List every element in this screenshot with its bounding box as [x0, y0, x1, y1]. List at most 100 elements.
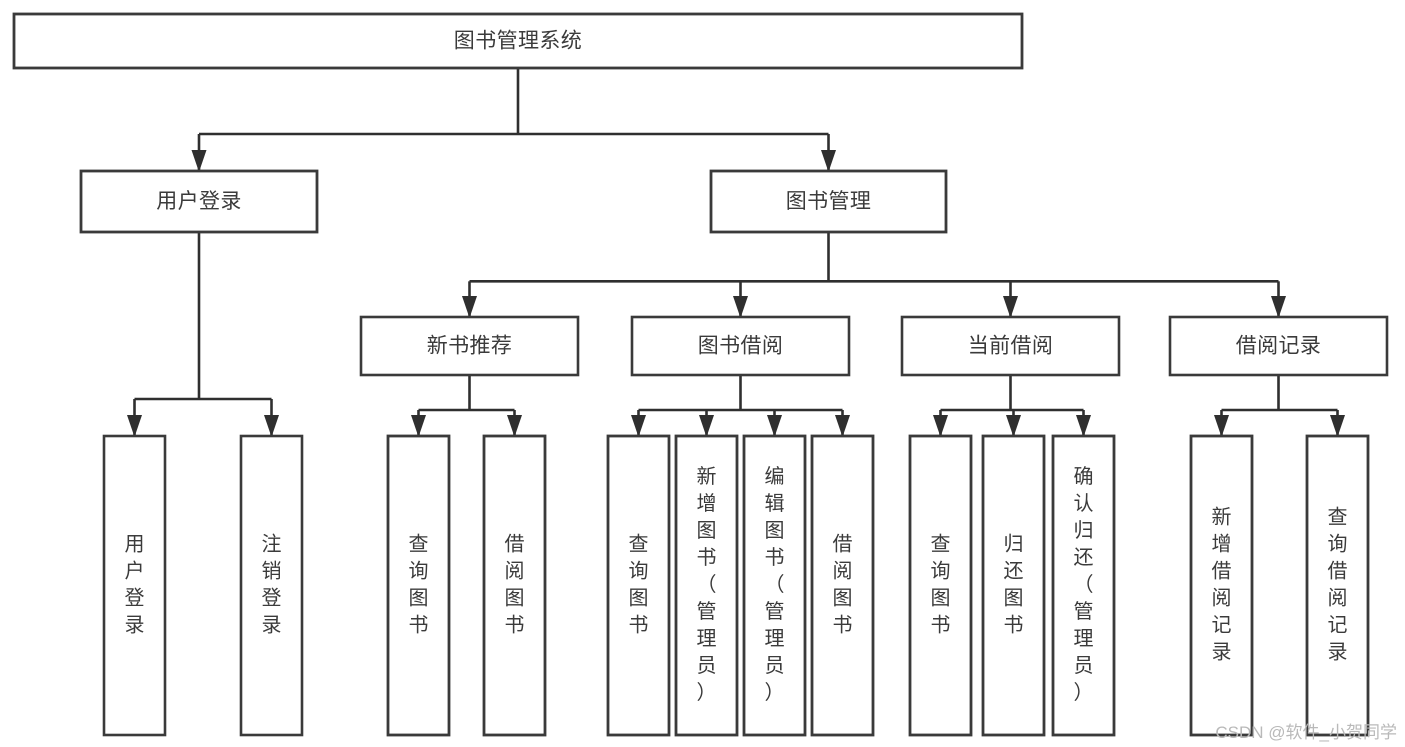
node-label-char: 用 [125, 533, 145, 555]
connector-arrowhead [264, 415, 279, 437]
connector-group-book-manage [462, 232, 1286, 318]
node-box-user-logout-leaf[interactable] [239, 434, 304, 737]
node-label-root: 图书管理系统 [454, 30, 582, 53]
node-box-current-query-book[interactable] [908, 434, 973, 737]
node-box-new-book-recommend[interactable] [359, 315, 580, 377]
node-label-user-login-leaf: 用户登录 [125, 533, 145, 636]
node-box-record-query[interactable] [1305, 434, 1370, 737]
node-box-borrow-query-book[interactable] [606, 434, 671, 737]
node-book-manage[interactable]: 图书管理 [709, 169, 948, 234]
node-label-char: 询 [629, 559, 649, 582]
node-label-new-book-recommend: 新书推荐 [427, 335, 513, 358]
node-label-book-manage: 图书管理 [786, 190, 872, 213]
node-box-root[interactable] [12, 12, 1024, 70]
node-label-char: 书 [833, 613, 853, 636]
connector-arrowhead [507, 415, 522, 437]
node-box-recommend-borrow-book[interactable] [482, 434, 547, 737]
node-label-char: （ [765, 573, 785, 596]
connector-arrowhead [411, 415, 426, 437]
node-label-char: 书 [697, 546, 717, 569]
node-box-user-login-leaf[interactable] [102, 434, 167, 737]
node-user-login-leaf[interactable]: 用户登录 [102, 434, 167, 737]
node-label-char: 查 [931, 532, 951, 555]
node-new-book-recommend[interactable]: 新书推荐 [359, 315, 580, 377]
node-label-char: 员 [697, 655, 717, 677]
node-label-char: 确 [1074, 465, 1094, 488]
node-box-borrow-add-book[interactable] [674, 434, 739, 737]
node-box-book-borrow[interactable] [630, 315, 851, 377]
node-label-char: 借 [1212, 559, 1232, 582]
node-box-current-return-book[interactable] [981, 434, 1046, 737]
node-label-char: 图 [1004, 587, 1024, 609]
node-label-char: 询 [931, 559, 951, 582]
node-root[interactable]: 图书管理系统 [12, 12, 1024, 70]
node-box-user-login[interactable] [79, 169, 319, 234]
node-label-char: 还 [1004, 559, 1024, 582]
node-label-char: 录 [1328, 641, 1348, 663]
node-label-borrow-record: 借阅记录 [1236, 335, 1322, 358]
node-label-char: 归 [1004, 532, 1024, 555]
node-label-char: 书 [629, 613, 649, 636]
node-label-char: 管 [1074, 600, 1094, 623]
connector-group-current-borrow [933, 375, 1091, 437]
node-box-book-manage[interactable] [709, 169, 948, 234]
connector-arrowhead [1006, 415, 1021, 437]
connector-group-book-borrow [631, 375, 850, 437]
node-label-char: 还 [1074, 546, 1094, 569]
node-box-current-borrow[interactable] [900, 315, 1121, 377]
connector-arrowhead [1076, 415, 1091, 437]
connector-group-new-book-recommend [411, 375, 522, 437]
node-box-record-add[interactable] [1189, 434, 1254, 737]
node-user-login[interactable]: 用户登录 [79, 169, 319, 234]
node-box-current-confirm-return[interactable] [1051, 434, 1116, 737]
node-box-recommend-query-book[interactable] [386, 434, 451, 737]
node-label-char: 员 [765, 655, 785, 677]
node-label-char: 认 [1074, 492, 1094, 515]
node-current-borrow[interactable]: 当前借阅 [900, 315, 1121, 377]
node-label-char: 录 [125, 614, 145, 636]
node-label-char: 图 [833, 587, 853, 609]
node-box-borrow-edit-book[interactable] [742, 434, 807, 737]
node-box-borrow-record[interactable] [1168, 315, 1389, 377]
node-label-char: 注 [262, 532, 282, 555]
node-label-char: 图 [931, 587, 951, 609]
connector-group-user-login [127, 232, 279, 437]
node-label-char: 询 [409, 559, 429, 582]
connector-arrowhead [933, 415, 948, 437]
node-label-char: 借 [1328, 559, 1348, 582]
connector-group-borrow-record [1214, 375, 1345, 437]
node-label-char: 录 [1212, 641, 1232, 663]
node-label-char: 书 [931, 613, 951, 636]
node-label-char: 归 [1074, 519, 1094, 542]
node-label-char: 录 [262, 614, 282, 636]
node-label-char: 管 [697, 600, 717, 623]
node-borrow-record[interactable]: 借阅记录 [1168, 315, 1389, 377]
node-box-borrow-borrow-book[interactable] [810, 434, 875, 737]
node-label-char: ） [765, 681, 785, 704]
connector-arrowhead [462, 296, 477, 318]
node-book-borrow[interactable]: 图书借阅 [630, 315, 851, 377]
node-label-char: 书 [765, 546, 785, 569]
connector-arrowhead [767, 415, 782, 437]
node-label-book-borrow: 图书借阅 [698, 335, 784, 358]
